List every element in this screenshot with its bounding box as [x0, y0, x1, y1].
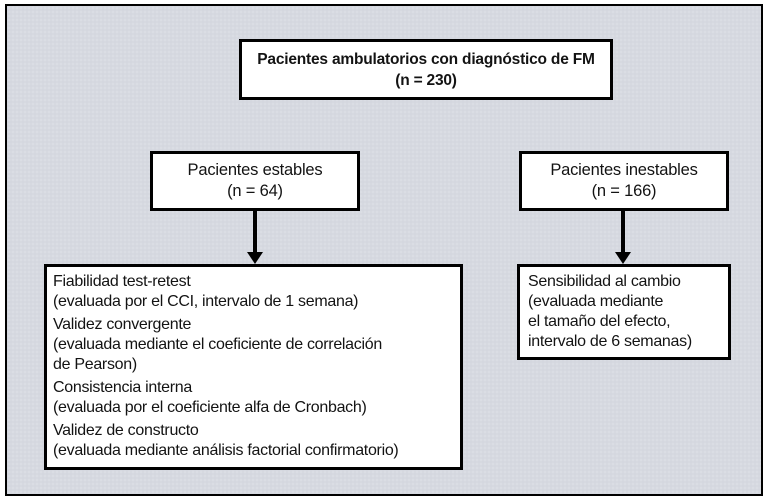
- sensitivity-title: Sensibilidad al cambio: [528, 273, 681, 290]
- measure-desc: (evaluada mediante análisis factorial co…: [53, 442, 399, 459]
- all-patients-label: Pacientes ambulatorios con diagnóstico d…: [257, 50, 595, 68]
- measure-convergent-validity: Validez convergente (evaluada mediante e…: [53, 315, 454, 375]
- stable-patients-label: Pacientes estables: [187, 161, 323, 179]
- measure-desc: (evaluada por el CCI, intervalo de 1 sem…: [53, 293, 359, 310]
- all-patients-count: (n = 230): [395, 71, 457, 89]
- box-stable-measures: Fiabilidad test-retest (evaluada por el …: [44, 264, 463, 470]
- measure-internal-consistency: Consistencia interna (evaluada por el co…: [53, 378, 454, 418]
- arrow-unstable-down-icon: [615, 252, 631, 264]
- box-unstable-patients: Pacientes inestables (n = 166): [519, 151, 729, 211]
- box-sensitivity-to-change: Sensibilidad al cambio (evaluada mediant…: [517, 264, 731, 360]
- diagram-frame: Pacientes ambulatorios con diagnóstico d…: [5, 4, 763, 496]
- sensitivity-desc: (evaluada mediante: [528, 293, 664, 310]
- measure-title: Validez de constructo: [53, 422, 199, 439]
- measure-desc: (evaluada por el coeficiente alfa de Cro…: [53, 399, 367, 416]
- box-stable-patients: Pacientes estables (n = 64): [150, 151, 360, 211]
- sensitivity-desc: intervalo de 6 semanas): [528, 333, 692, 350]
- measure-construct-validity: Validez de constructo (evaluada mediante…: [53, 421, 454, 461]
- arrow-stable-down-icon: [247, 252, 263, 264]
- measure-title: Fiabilidad test-retest: [53, 273, 191, 290]
- measure-title: Validez convergente: [53, 316, 192, 333]
- measure-test-retest: Fiabilidad test-retest (evaluada por el …: [53, 272, 454, 312]
- unstable-patients-count: (n = 166): [591, 182, 657, 200]
- measure-desc: de Pearson): [53, 356, 137, 373]
- measure-title: Consistencia interna: [53, 379, 192, 396]
- arrow-stable-down-line: [253, 211, 257, 254]
- stable-patients-count: (n = 64): [227, 182, 283, 200]
- unstable-patients-label: Pacientes inestables: [550, 161, 698, 179]
- arrow-unstable-down-line: [621, 211, 625, 254]
- measure-desc: (evaluada mediante el coeficiente de cor…: [53, 336, 382, 353]
- sensitivity-desc: el tamaño del efecto,: [528, 313, 671, 330]
- box-all-patients: Pacientes ambulatorios con diagnóstico d…: [239, 39, 613, 100]
